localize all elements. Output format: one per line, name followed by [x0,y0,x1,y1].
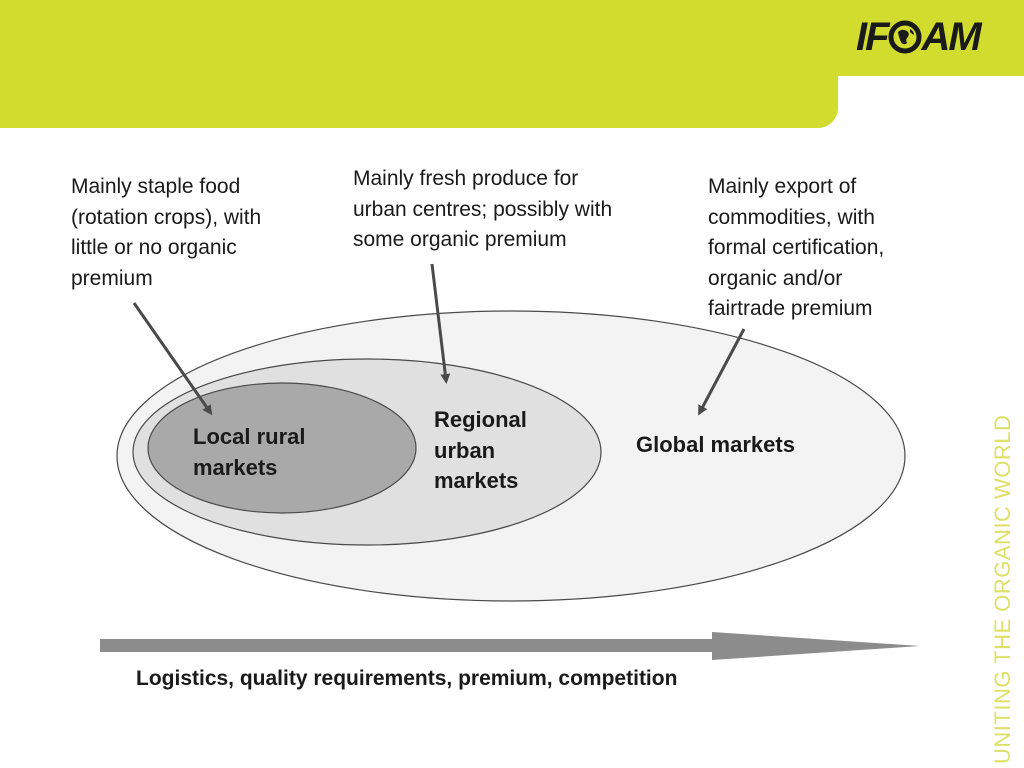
arrow-regional-pointer [430,263,451,384]
label-global-markets: Global markets [636,432,795,457]
header-band-tab [0,0,838,128]
globe-icon [888,20,922,54]
progression-arrow [100,632,920,660]
ifoam-logo: IF AM [856,14,996,60]
local-markets-ellipse [147,382,417,514]
arrow-global-pointer [698,328,746,416]
annotation-regional: Mainly fresh produce for urban centres; … [353,167,613,251]
annotation-local: Mainly staple food (rotation crops), wit… [71,175,262,290]
label-regional-markets: Regional urban markets [434,407,527,493]
axis-label: Logistics, quality requirements, premium… [136,667,678,690]
logo-text-left: IF [856,15,890,59]
label-local-markets: Local rural markets [193,424,306,480]
arrow-local-pointer [132,302,213,416]
annotation-global: Mainly export of commodities, with forma… [708,175,885,320]
logo-text-right: AM [921,15,982,59]
